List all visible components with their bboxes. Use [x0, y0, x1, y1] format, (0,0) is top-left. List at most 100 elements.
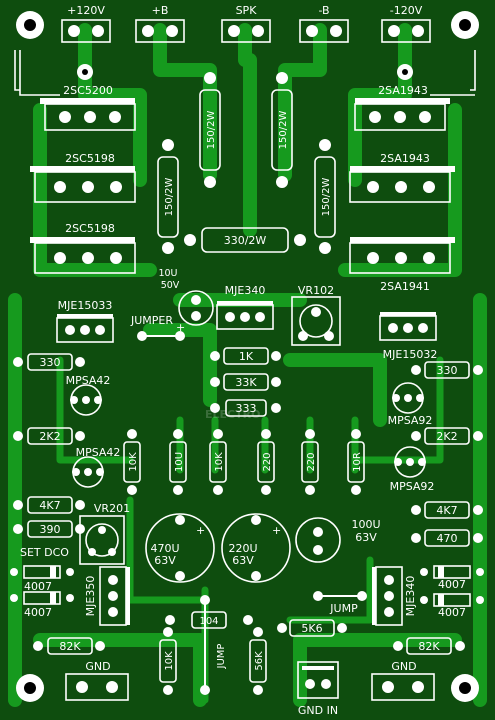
- label-r-330-left: 330: [40, 356, 61, 369]
- d4007-a: 4007: [10, 565, 74, 593]
- q-mje15032: MJE15032: [379, 312, 438, 361]
- r-150-b: 150/2W: [271, 72, 293, 188]
- q-2sc5200: 2SC5200: [40, 84, 136, 131]
- label-r-220-b: 220: [306, 452, 317, 471]
- q-mpsa92-a: MPSA92: [388, 382, 433, 427]
- q-2sa1943-top: 2SA1943: [354, 84, 450, 131]
- r-330-2w: 330/2W: [184, 227, 306, 253]
- r-10r: 10R: [347, 429, 365, 495]
- label-mpsa92-b: MPSA92: [390, 480, 435, 493]
- label-r-10k-a: 10K: [128, 452, 139, 472]
- connector-p120: +120V: [61, 4, 111, 43]
- label-jumper: JUMPER: [130, 314, 173, 327]
- label-c-100u-v: 63V: [355, 531, 377, 544]
- r-2k2-right: 2K2: [411, 427, 483, 445]
- connector-pb: +B: [135, 4, 185, 43]
- label-pb: +B: [152, 4, 169, 17]
- q-mje340-bottom: MJE340: [372, 566, 417, 626]
- r-10k-a: 10K: [123, 429, 141, 495]
- c-100u: 100U 63V: [295, 517, 381, 563]
- svg-text:+: +: [176, 321, 185, 334]
- label-r-82k-right: 82K: [418, 640, 440, 653]
- label-2sa1943-top: 2SA1943: [378, 84, 428, 97]
- label-set-dco: SET DCO: [20, 546, 69, 559]
- label-mje15032: MJE15032: [383, 348, 438, 361]
- label-mpsa42-b: MPSA42: [76, 446, 121, 459]
- label-r-333: 333: [236, 402, 257, 415]
- r-10k-b: 10K: [209, 429, 227, 495]
- label-r-390: 390: [40, 523, 61, 536]
- label-c-470u: 470U: [150, 542, 179, 555]
- label-r-2k2-left: 2K2: [39, 430, 60, 443]
- label-r-2k2-right: 2K2: [436, 430, 457, 443]
- label-p120: +120V: [67, 4, 105, 17]
- label-mpsa42-a: MPSA42: [66, 374, 111, 387]
- label-m120: -120V: [390, 4, 423, 17]
- power-resistors: 150/2W 150/2W 150/2W 150/2W 330/2W: [157, 72, 336, 254]
- label-gnd-left: GND: [85, 660, 110, 673]
- power-transistors: 2SC5200 2SA1943 2SC5198 2SA1943 2SC5198: [30, 84, 455, 293]
- label-mpsa92-a: MPSA92: [388, 414, 433, 427]
- r-1k: 1K: [210, 347, 281, 365]
- r-82k-right: 82K: [393, 637, 465, 655]
- label-d4007-a: 4007: [24, 580, 52, 593]
- vr201: VR201: [79, 502, 130, 565]
- watermark: ELECTRO: [205, 408, 260, 421]
- label-r-10u: 10U: [174, 452, 185, 472]
- r-330-right: 330: [411, 361, 483, 379]
- label-mje350: MJE350: [84, 576, 97, 617]
- r-220-a: 220: [257, 429, 275, 495]
- label-r-330-2w: 330/2W: [224, 234, 267, 247]
- connector-gnd-in: GND IN: [297, 661, 339, 717]
- r-150-d: 150/2W: [314, 139, 336, 254]
- d4007-c: 4007: [420, 565, 484, 591]
- label-c-10u: 10U: [158, 268, 177, 279]
- label-r-10k-c: 10K: [164, 651, 175, 671]
- r-330-left: 330: [13, 353, 85, 371]
- label-r-10r: 10R: [352, 452, 363, 472]
- label-r-5k6: 5K6: [301, 622, 322, 635]
- r-470: 470: [411, 529, 483, 547]
- small-caps-top: + 10U 50V JUMPER: [130, 268, 214, 341]
- connector-gnd-right: GND: [371, 660, 435, 701]
- q-2sc5198-b: 2SC5198: [30, 222, 136, 274]
- label-2sc5200: 2SC5200: [63, 84, 113, 97]
- label-2sc5198-b: 2SC5198: [65, 222, 115, 235]
- label-vr201: VR201: [94, 502, 130, 515]
- label-r-150-c: 150/2W: [164, 178, 175, 217]
- q-mpsa92-b: MPSA92: [390, 446, 435, 493]
- r-10k-c: 10K: [159, 627, 177, 695]
- label-d4007-d: 4007: [438, 606, 466, 619]
- label-r-150-b: 150/2W: [278, 111, 289, 150]
- label-c-100u: 100U: [351, 518, 380, 531]
- c-470u: + 470U 63V: [145, 513, 215, 583]
- label-c-220u: 220U: [228, 542, 257, 555]
- jumper-right: JUMP: [313, 591, 367, 615]
- label-r-56k: 56K: [254, 651, 265, 671]
- label-mb: -B: [318, 4, 329, 17]
- q-mje340-top: MJE340: [216, 284, 274, 330]
- label-jump-bottom: JUMP: [216, 644, 227, 670]
- bottom-section: 104 5K6 10K JUMP 56K GND IN: [159, 595, 347, 717]
- label-c-470u-v: 63V: [154, 554, 176, 567]
- c-220u: + 220U 63V: [221, 513, 291, 583]
- right-small-parts: 330 MPSA92 2K2 MPSA92 4K7 470: [313, 361, 484, 701]
- label-r-150-a: 150/2W: [206, 111, 217, 150]
- label-vr102: VR102: [298, 284, 334, 297]
- label-r-82k-left: 82K: [59, 640, 81, 653]
- label-r-1k: 1K: [239, 350, 254, 363]
- vr102: VR102: [291, 284, 341, 346]
- q-mje350: MJE350: [84, 566, 130, 626]
- vertical-resistor-row: 10K 10U 10K 220 220 10R: [123, 429, 365, 495]
- r-82k-left: 82K: [33, 637, 105, 655]
- label-gnd-right: GND: [391, 660, 416, 673]
- label-2sa1943-mid: 2SA1943: [380, 152, 430, 165]
- label-c-104: 104: [199, 616, 218, 627]
- d4007-d: 4007: [420, 593, 484, 619]
- label-mje340-top: MJE340: [225, 284, 266, 297]
- d4007-b: 4007: [10, 591, 74, 619]
- r-56k: 56K: [249, 627, 267, 695]
- label-spk: SPK: [236, 4, 258, 17]
- label-c-50v: 50V: [161, 280, 180, 291]
